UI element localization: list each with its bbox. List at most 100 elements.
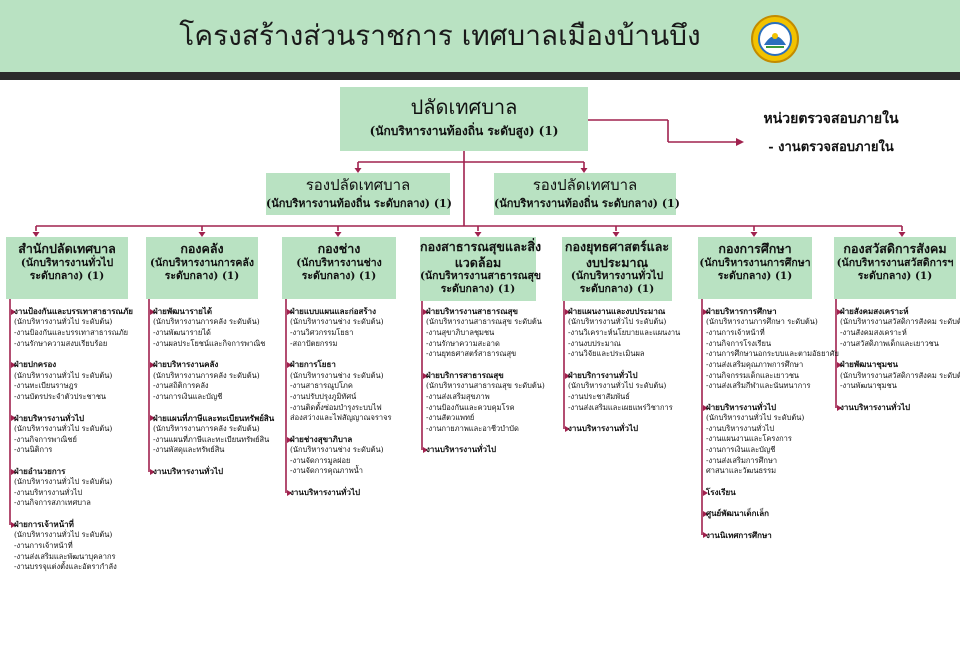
section-block: ฝ่ายอำนวยการ(นักบริหารงานทั่วไป ระดับต้น… [14, 466, 133, 509]
department-arrow [334, 232, 342, 237]
section-task: -งานจัดการมูลฝอย [290, 455, 351, 465]
section-title: ฝ่ายการโยธา [290, 359, 336, 370]
department-level: (นักบริหารงานทั่วไป [20, 256, 114, 269]
department-arrow [898, 232, 906, 237]
department-level: ระดับกลาง) (1) [579, 283, 655, 296]
section-task: -งานประชาสัมพันธ์ [568, 391, 630, 401]
department-box-engineering: กองช่าง (นักบริหารงานช่าง ระดับกลาง) (1) [282, 237, 396, 299]
section-title: ฝ่ายแผนงานและงบประมาณ [568, 306, 666, 316]
section-title: ฝ่ายการเจ้าหน้าที่ [14, 519, 74, 530]
section-title: ฝ่ายอำนวยการ [14, 465, 66, 476]
department-name: กองยุทธศาสตร์และ [564, 239, 670, 254]
section-block: งานบริหารงานทั่วไป [840, 402, 960, 413]
department-level: ระดับกลาง) (1) [717, 269, 793, 282]
section-block: ฝ่ายพัฒนารายได้(นักบริหารงานการคลัง ระดั… [153, 306, 274, 349]
section-block: ฝ่ายบริหารงานคลัง(นักบริหารงานการคลัง ระ… [153, 359, 274, 402]
department-sections-finance: ฝ่ายพัฒนารายได้(นักบริหารงานการคลัง ระดั… [153, 306, 274, 487]
deputy-level: (นักบริหารงานท้องถิ่น ระดับกลาง) (1) [266, 196, 452, 210]
section-title: งานนิเทศการศึกษา [706, 529, 772, 540]
section-task: (นักบริหารงานสาธารณสุข ระดับต้น) [426, 381, 545, 391]
deputy-title: รองปลัดเทศบาล [305, 176, 411, 194]
department-arrow [612, 232, 620, 237]
section-title: งานบริหารงานทั่วไป [426, 444, 497, 455]
deputy-level: (นักบริหารงานท้องถิ่น ระดับกลาง) (1) [494, 196, 680, 210]
section-task: (นักบริหารงานทั่วไป ระดับต้น) [568, 317, 667, 327]
section-task: -งานสัตวแพทย์ [426, 413, 475, 423]
section-task: -งานการเงินและบัญชี [706, 445, 776, 455]
section-title: ฝ่ายบริหารการศึกษา [706, 306, 777, 316]
section-task: (นักบริหารงานทั่วไป ระดับต้น) [14, 477, 113, 487]
section-arrowhead [11, 309, 16, 315]
section-task: -งานการศึกษานอกระบบและตามอัธยาศัย [706, 349, 839, 359]
section-task: -งานส่งเสริมสุขภาพ [426, 391, 490, 401]
section-task: -งานส่งเสริมและพัฒนาบุคลากร [14, 551, 116, 561]
section-block: ฝ่ายบริการงานทั่วไป(นักบริหารงานทั่วไป ร… [568, 370, 680, 413]
section-task: -งานรักษาความสะอาด [426, 338, 500, 348]
section-task: (นักบริหารงานช่าง ระดับต้น) [290, 445, 384, 455]
section-arrowhead [423, 447, 428, 453]
section-task: -งานงบประมาณ [568, 338, 621, 348]
section-arrowhead [287, 309, 292, 315]
section-arrowhead [703, 532, 708, 538]
department-box-strategy: กองยุทธศาสตร์และ งบประมาณ (นักบริหารงานท… [562, 237, 672, 301]
section-arrowhead [703, 511, 708, 517]
section-title: ฝ่ายบริหารงานทั่วไป [706, 401, 777, 412]
department-name: กองช่าง [317, 241, 361, 256]
section-task: -งานการเจ้าหน้าที่ [14, 541, 73, 551]
section-task: -งานติดตั้งซ่อมบำรุงระบบไฟ [290, 402, 382, 412]
section-arrowhead [837, 362, 842, 368]
section-title: ฝ่ายบริการงานทั่วไป [568, 369, 638, 380]
department-level: (นักบริหารงานสาธารณสุข [420, 270, 542, 283]
section-task: -งานแผนที่ภาษีและทะเบียนทรัพย์สิน [153, 434, 270, 444]
department-level: ระดับกลาง) (1) [29, 269, 105, 282]
section-block: ฝ่ายบริหารงานสาธารณสุข(นักบริหารงานสาธาร… [426, 306, 545, 360]
section-title: งานป้องกันและบรรเทาสาธารณภัย [14, 306, 133, 316]
section-title: ศูนย์พัฒนาเด็กเล็ก [706, 508, 769, 519]
section-arrowhead [150, 309, 155, 315]
section-arrowhead [703, 490, 708, 496]
department-box-social-welfare: กองสวัสดิการสังคม (นักบริหารงานสวัสดิการ… [834, 237, 956, 299]
department-name: แวดล้อม [454, 254, 502, 270]
section-title: งานบริหารงานทั่วไป [568, 423, 639, 434]
department-sections-public-health: ฝ่ายบริหารงานสาธารณสุข(นักบริหารงานสาธาร… [426, 306, 545, 466]
section-title: ฝ่ายแผนที่ภาษีและทะเบียนทรัพย์สิน [153, 412, 275, 423]
section-task: (นักบริหารงานการคลัง ระดับต้น) [153, 370, 260, 380]
section-block: ฝ่ายบริหารงานทั่วไป(นักบริหารงานทั่วไป ร… [706, 402, 839, 477]
audit-arrow [736, 138, 744, 146]
section-task: -งานการเจ้าหน้าที่ [706, 328, 765, 337]
section-arrowhead [565, 426, 570, 432]
section-task: -งานแผนงานและโครงการ [706, 434, 792, 444]
section-task: (นักบริหารงานสาธารณสุข ระดับต้น [426, 317, 542, 327]
section-arrowhead [11, 415, 16, 421]
section-task: (นักบริหารงานทั่วไป ระดับต้น) [14, 370, 113, 380]
department-box-public-health: กองสาธารณสุขและสิ่ง แวดล้อม (นักบริหารงา… [420, 237, 542, 301]
header-divider [0, 72, 960, 80]
section-block: ฝ่ายช่างสุขาภิบาล(นักบริหารงานช่าง ระดับ… [290, 434, 392, 477]
page-title: โครงสร้างส่วนราชการ เทศบาลเมืองบ้านบึง [179, 19, 701, 52]
section-arrowhead [703, 405, 708, 411]
department-level: (นักบริหารงานการคลัง [150, 256, 254, 269]
section-title: ฝ่ายแบบแผนและก่อสร้าง [290, 306, 377, 316]
section-block: ฝ่ายบริหารงานทั่วไป(นักบริหารงานทั่วไป ร… [14, 413, 133, 456]
section-task: (นักบริหารงานทั่วไป ระดับต้น) [706, 413, 805, 423]
section-block: งานบริหารงานทั่วไป [426, 444, 545, 455]
section-task: -งานทะเบียนราษฎร [14, 381, 78, 391]
section-block: ฝ่ายพัฒนาชุมชน(นักบริหารงานสวัสดิการสังค… [840, 359, 960, 392]
header-banner [0, 0, 960, 72]
section-task: -งานปรับปรุงภูมิทัศน์ [290, 391, 357, 401]
internal-audit-task: - งานตรวจสอบภายใน [768, 140, 894, 155]
department-name: กองการศึกษา [718, 241, 792, 256]
department-name: งบประมาณ [585, 254, 649, 270]
department-arrow [198, 232, 206, 237]
department-arrow [474, 232, 482, 237]
section-task: -สถาปัตยกรรม [290, 338, 338, 348]
department-level: (นักบริหารงานทั่วไป [570, 270, 664, 283]
department-arrow [32, 232, 40, 237]
section-arrowhead [11, 522, 16, 528]
department-name: กองคลัง [180, 241, 224, 256]
deputy-arrow-left [354, 168, 362, 173]
section-block: งานป้องกันและบรรเทาสาธารณภัย(นักบริหารงา… [14, 306, 133, 349]
section-task: -งานการเงินและบัญชี [153, 391, 223, 401]
internal-audit-unit: หน่วยตรวจสอบภายใน - งานตรวจสอบภายใน [756, 108, 906, 157]
